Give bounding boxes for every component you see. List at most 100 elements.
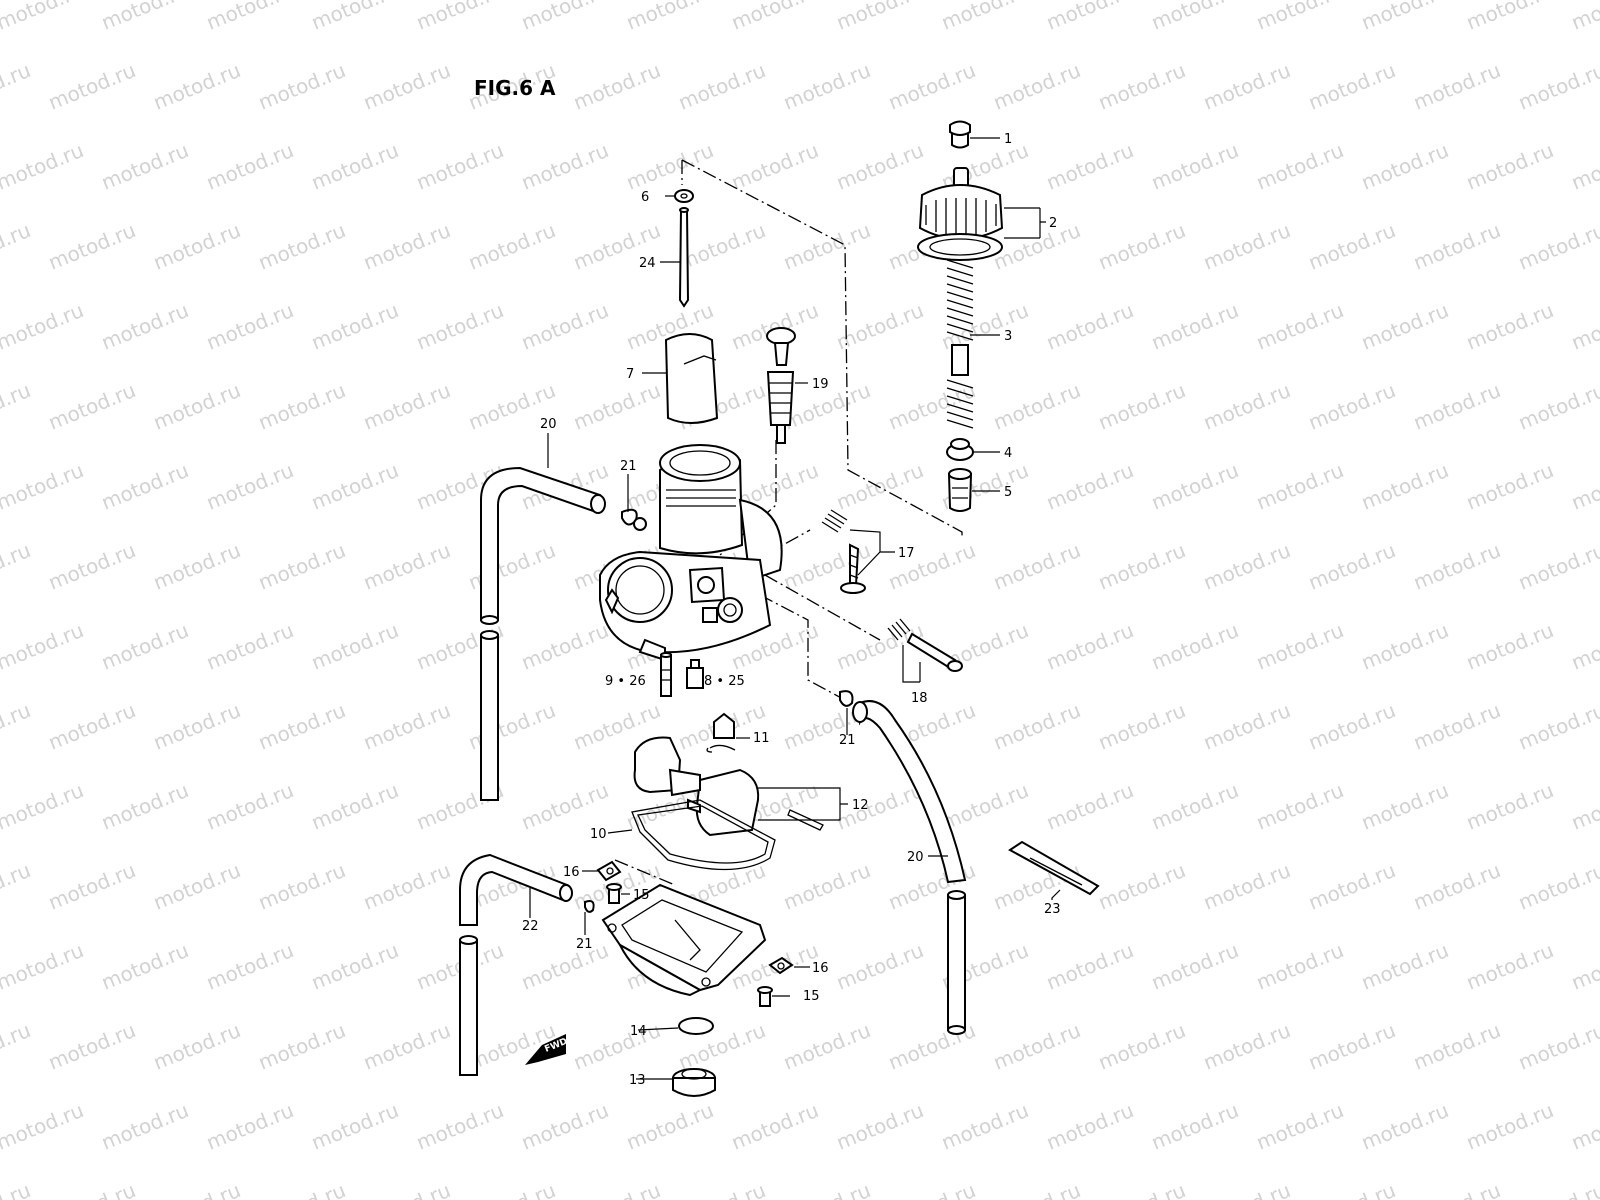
watermark-text: motod.ru [1515, 538, 1600, 595]
watermark-text: motod.ru [1410, 858, 1504, 915]
callout-15-upper: 15 [633, 888, 650, 903]
watermark-text: motod.ru [203, 1098, 297, 1155]
watermark-text: motod.ru [990, 858, 1084, 915]
part-6-washer [674, 189, 694, 203]
watermark-text: motod.ru [1253, 298, 1347, 355]
watermark-text: motod.ru [1043, 1098, 1137, 1155]
watermark-text: motod.ru [1305, 538, 1399, 595]
watermark-text: motod.ru [1305, 1018, 1399, 1075]
part-4-retainer [946, 438, 974, 461]
watermark-text: motod.ru [675, 58, 769, 115]
part-19-screw [766, 327, 796, 444]
leader-lines [529, 137, 1061, 1080]
watermark-text: motod.ru [1095, 218, 1189, 275]
watermark-text: motod.ru [990, 1018, 1084, 1075]
watermark-text: motod.ru [45, 58, 139, 115]
callout-14: 14 [630, 1024, 647, 1039]
callout-20-lower: 20 [907, 850, 924, 865]
watermark-text: motod.ru [780, 58, 874, 115]
watermark-text: motod.ru [1410, 378, 1504, 435]
watermark-text: motod.ru [1410, 1018, 1504, 1075]
carburetor-body [599, 444, 783, 662]
watermark-text: motod.ru [1515, 1018, 1600, 1075]
callout-1: 1 [1004, 132, 1012, 147]
watermark-text: motod.ru [308, 618, 402, 675]
watermark-text: motod.ru [1568, 298, 1600, 355]
watermark-text: motod.ru [780, 1018, 874, 1075]
watermark-text: motod.ru [938, 1098, 1032, 1155]
watermark-text: motod.ru [203, 138, 297, 195]
callout-2: 2 [1049, 216, 1057, 231]
watermark-text: motod.ru [518, 1098, 612, 1155]
watermark-text: motod.ru [518, 298, 612, 355]
watermark-text: motod.ru [885, 1178, 979, 1200]
watermark-text: motod.ru [623, 1098, 717, 1155]
watermark-text: motod.ru [1095, 698, 1189, 755]
watermark-text: motod.ru [1358, 138, 1452, 195]
float-bowl [601, 883, 767, 997]
watermark-text: motod.ru [1358, 298, 1452, 355]
watermark-text: motod.ru [255, 858, 349, 915]
watermark-text: motod.ru [1568, 938, 1600, 995]
watermark-text: motod.ru [98, 0, 192, 35]
watermark-text: motod.ru [413, 298, 507, 355]
watermark-text: motod.ru [1043, 778, 1137, 835]
callout-23: 23 [1044, 902, 1061, 917]
watermark-text: motod.ru [833, 938, 927, 995]
watermark-text: motod.ru [150, 218, 244, 275]
watermark-text: motod.ru [1568, 1098, 1600, 1155]
part-12-float [633, 736, 824, 837]
watermark-text: motod.ru [1568, 778, 1600, 835]
watermark-text: motod.ru [1568, 0, 1600, 35]
watermark-text: motod.ru [45, 378, 139, 435]
watermark-text: motod.ru [308, 458, 402, 515]
watermark-text: motod.ru [0, 698, 34, 755]
watermark-text: motod.ru [98, 298, 192, 355]
watermark-text: motod.ru [1148, 1098, 1242, 1155]
watermark-text: motod.ru [45, 698, 139, 755]
watermark-text: motod.ru [0, 618, 87, 675]
callout-12: 12 [852, 798, 869, 813]
watermark-text: motod.ru [1148, 298, 1242, 355]
watermark-text: motod.ru [308, 778, 402, 835]
watermark-text: motod.ru [203, 298, 297, 355]
part-9-26-jet [660, 652, 672, 697]
watermark-text: motod.ru [1410, 1178, 1504, 1200]
watermark-text: motod.ru [465, 538, 559, 595]
part-3-spring [946, 259, 974, 429]
watermark-text: motod.ru [0, 378, 34, 435]
callout-21-upper: 21 [620, 459, 637, 474]
part-18-needle [887, 618, 963, 672]
part-11-needle-valve [706, 712, 736, 753]
watermark-text: motod.ru [98, 938, 192, 995]
watermark-text: motod.ru [938, 778, 1032, 835]
watermark-text: motod.ru [728, 0, 822, 35]
watermark-text: motod.ru [203, 0, 297, 35]
watermark-text: motod.ru [990, 1178, 1084, 1200]
watermark-text: motod.ru [833, 0, 927, 35]
watermark-text: motod.ru [98, 458, 192, 515]
part-14-o-ring [678, 1017, 714, 1035]
watermark-text: motod.ru [413, 138, 507, 195]
callout-16-lower: 16 [812, 961, 829, 976]
callout-15-lower: 15 [803, 989, 820, 1004]
watermark-text: motod.ru [255, 378, 349, 435]
watermark-text: motod.ru [518, 618, 612, 675]
watermark-text: motod.ru [308, 1098, 402, 1155]
watermark-text: motod.ru [308, 0, 402, 35]
watermark-text: motod.ru [728, 1098, 822, 1155]
watermark-text: motod.ru [1043, 458, 1137, 515]
callout-7: 7 [626, 367, 634, 382]
part-21-clip-lower [584, 900, 595, 913]
watermark-text: motod.ru [1410, 58, 1504, 115]
watermark-text: motod.ru [203, 938, 297, 995]
watermark-text: motod.ru [308, 938, 402, 995]
watermark-text: motod.ru [623, 138, 717, 195]
part-2-top-cap [917, 167, 1004, 261]
watermark-text: motod.ru [518, 138, 612, 195]
watermark-text: motod.ru [1043, 618, 1137, 675]
watermark-text: motod.ru [45, 218, 139, 275]
watermark-text: motod.ru [1305, 218, 1399, 275]
watermark-text: motod.ru [45, 1178, 139, 1200]
watermark-text: motod.ru [1148, 938, 1242, 995]
